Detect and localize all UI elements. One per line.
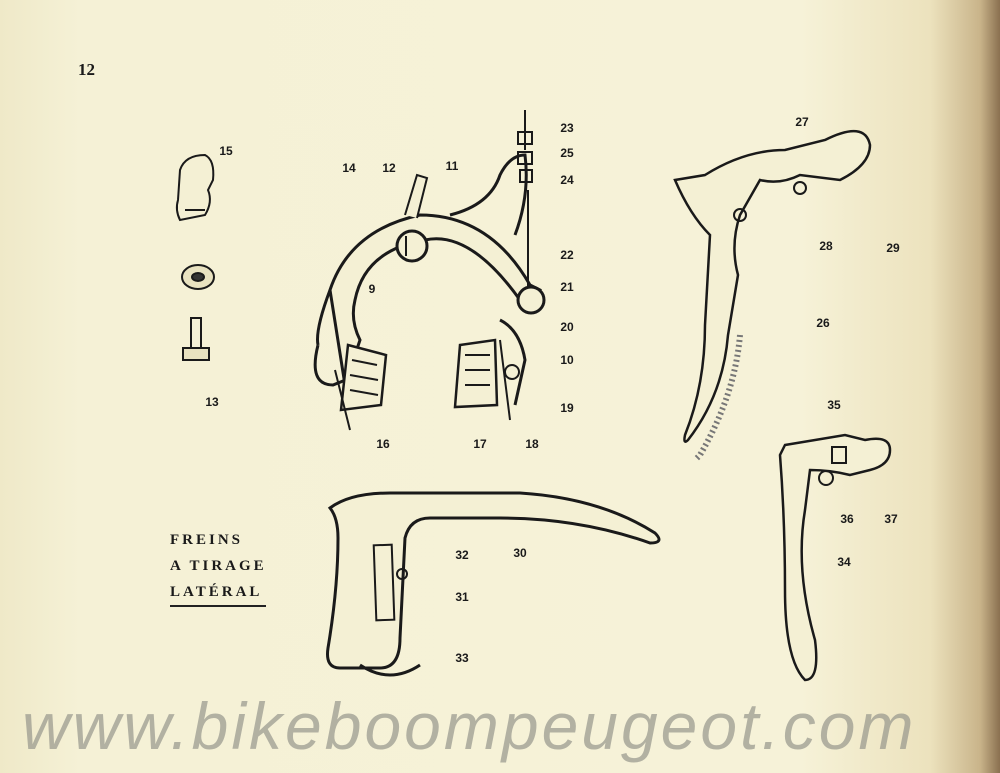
section-title: FREINS A TIRAGE LATÉRAL <box>170 527 267 605</box>
part-label: 23 <box>560 121 574 135</box>
part-label: 27 <box>795 115 809 129</box>
caliper-brake-drawing <box>313 110 546 431</box>
part-label: 26 <box>816 316 830 330</box>
part-label: 20 <box>560 320 574 334</box>
page-number: 12 <box>78 60 95 79</box>
title-line: A TIRAGE <box>170 558 267 574</box>
part-label: 13 <box>205 395 219 409</box>
part-label: 37 <box>884 512 898 526</box>
part-label: 25 <box>560 146 574 160</box>
part-label: 35 <box>827 398 841 412</box>
part-label: 34 <box>837 555 851 569</box>
part-label: 11 <box>445 159 459 173</box>
part-label: 9 <box>368 282 376 296</box>
title-line: FREINS <box>170 532 244 548</box>
part-label: 12 <box>382 161 396 175</box>
brake-lever-drawing-2 <box>778 433 892 682</box>
part-label: 17 <box>473 437 487 451</box>
title-line: LATÉRAL <box>170 584 263 600</box>
part-label: 10 <box>560 353 574 367</box>
title-underline <box>170 605 266 607</box>
part-label: 31 <box>455 590 469 604</box>
brake-lever-drawing-1 <box>673 130 872 463</box>
watermark: www.bikeboompeugeot.com <box>22 689 917 763</box>
part-label: 19 <box>560 401 574 415</box>
part-label: 15 <box>219 144 233 158</box>
part-label: 28 <box>819 239 833 253</box>
part-label: 21 <box>560 280 574 294</box>
part-label: 33 <box>455 651 469 665</box>
part-label: 24 <box>560 173 574 187</box>
bolt-parts-drawing <box>175 153 215 361</box>
part-label: 14 <box>342 161 356 175</box>
beborex-lever-drawing <box>326 491 661 677</box>
part-label: 36 <box>840 512 854 526</box>
part-label: 18 <box>525 437 539 451</box>
part-label: 16 <box>376 437 390 451</box>
part-label: 32 <box>455 548 469 562</box>
part-label: 30 <box>513 546 527 560</box>
part-label: 22 <box>560 248 574 262</box>
part-label: 29 <box>886 241 900 255</box>
